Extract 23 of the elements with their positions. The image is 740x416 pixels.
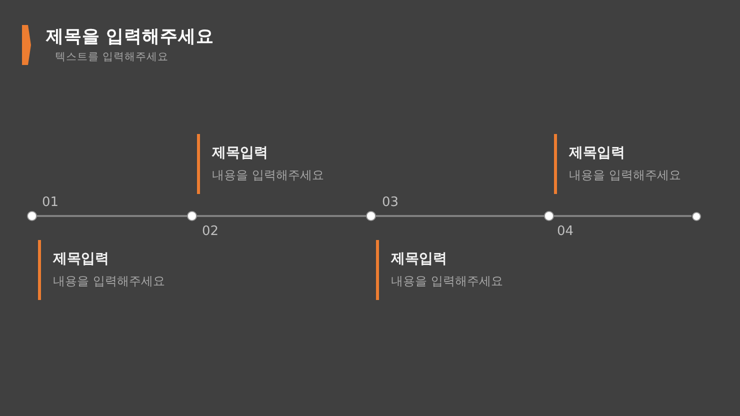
card-heading: 제목입력 bbox=[53, 250, 109, 268]
timeline-line bbox=[376, 215, 544, 217]
card-text: 내용을 입력해주세요 bbox=[212, 167, 324, 183]
timeline-dot bbox=[544, 211, 554, 221]
slide-title: 제목을 입력해주세요 bbox=[46, 26, 214, 48]
step-number: 02 bbox=[202, 224, 219, 240]
timeline-dot bbox=[187, 211, 197, 221]
timeline-line bbox=[37, 215, 187, 217]
card-text: 내용을 입력해주세요 bbox=[569, 167, 681, 183]
timeline-dot bbox=[27, 211, 37, 221]
timeline-dot bbox=[366, 211, 376, 221]
timeline-line bbox=[197, 215, 366, 217]
step-number: 04 bbox=[557, 224, 574, 240]
timeline-dot bbox=[692, 212, 700, 220]
step-number: 01 bbox=[42, 195, 59, 211]
card-heading: 제목입력 bbox=[212, 144, 268, 162]
card-heading: 제목입력 bbox=[391, 250, 447, 268]
step-number: 03 bbox=[382, 195, 399, 211]
card-text: 내용을 입력해주세요 bbox=[391, 273, 503, 289]
subtitle: 텍스트를 입력해주세요 bbox=[55, 50, 168, 64]
timeline-line bbox=[554, 215, 692, 217]
card-heading: 제목입력 bbox=[569, 144, 625, 162]
card-text: 내용을 입력해주세요 bbox=[53, 273, 165, 289]
